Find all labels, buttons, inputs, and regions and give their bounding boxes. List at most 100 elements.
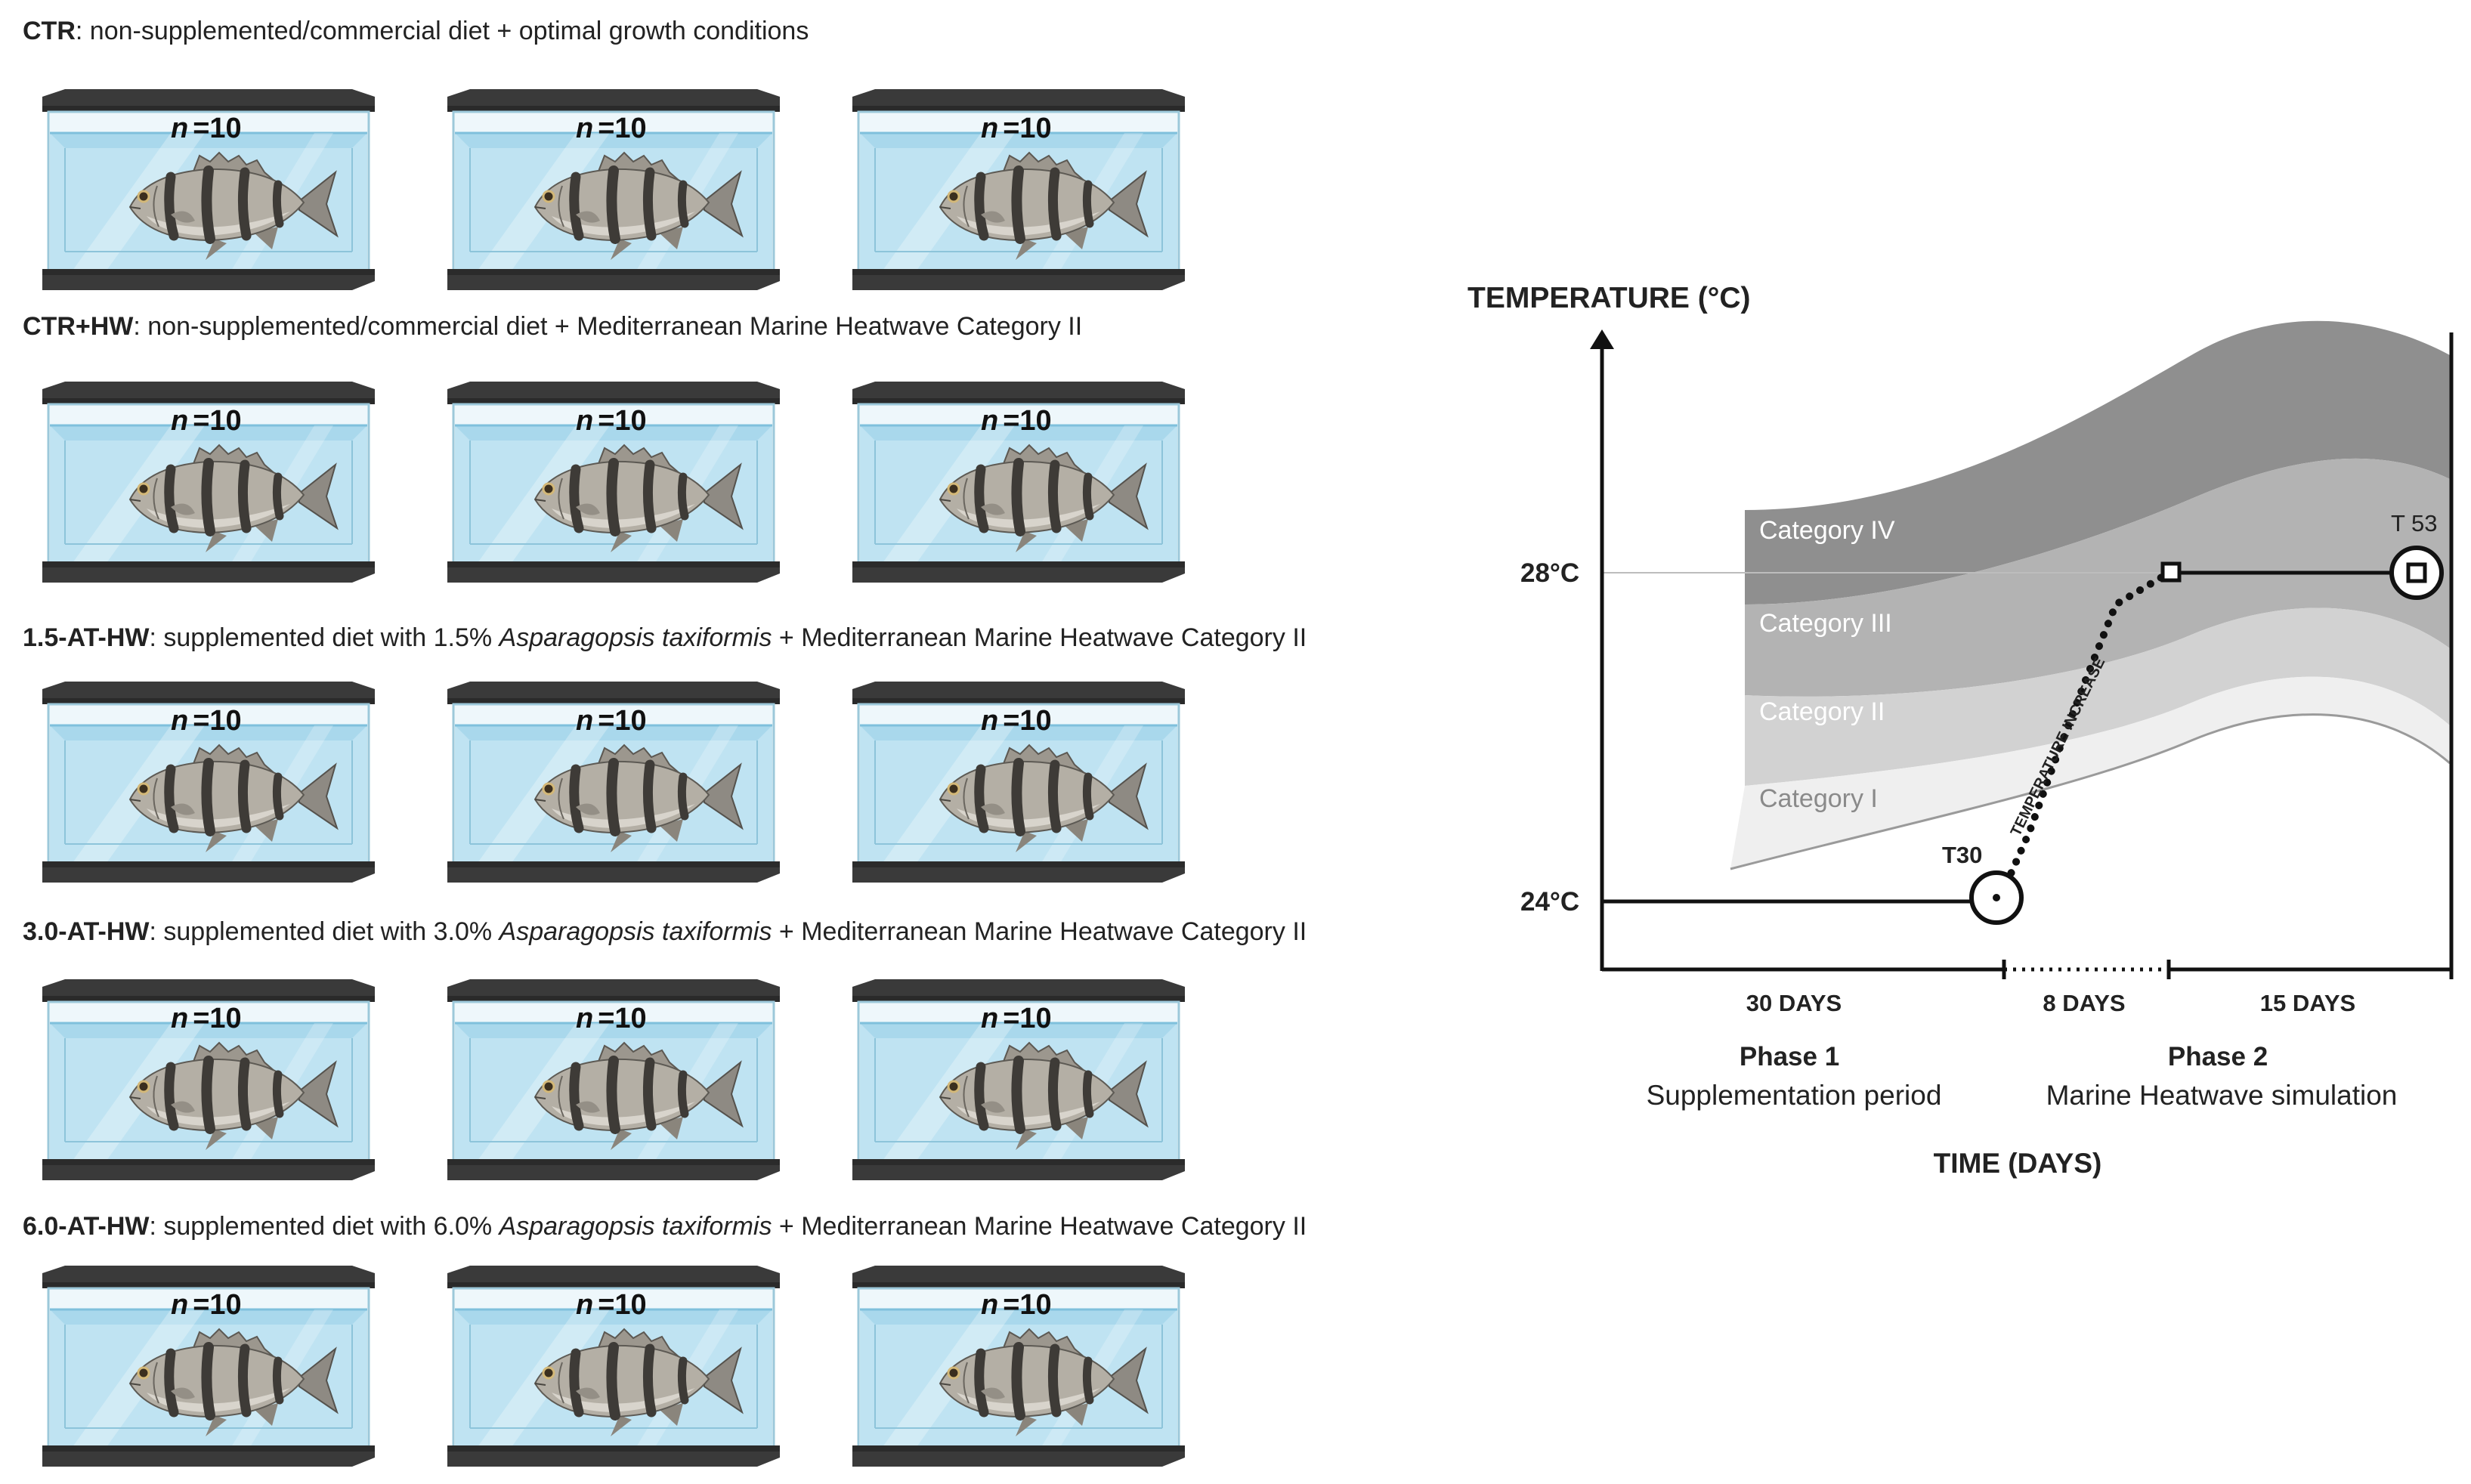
sample-size-value: =10 bbox=[598, 705, 646, 737]
fish-tank-icon: n=10 bbox=[446, 978, 781, 1182]
sample-size-symbol: n bbox=[981, 1289, 998, 1321]
fish-tank-icon: n=10 bbox=[446, 1264, 781, 1468]
sample-size-symbol: n bbox=[981, 1003, 998, 1034]
duration-phase2: 15 DAYS bbox=[2260, 990, 2355, 1016]
band-category-iii bbox=[1745, 458, 2450, 697]
sample-size-symbol: n bbox=[171, 1003, 188, 1034]
group-code: 1.5-AT-HW bbox=[23, 623, 150, 652]
fish-tank-icon: n=10 bbox=[446, 380, 781, 584]
tank-count-label: n=10 bbox=[981, 113, 1052, 144]
species-name: Asparagopsis taxiformis bbox=[498, 1212, 772, 1241]
treatment-groups: CTR: non-supplemented/commercial diet + … bbox=[23, 17, 1307, 1468]
sample-size-value: =10 bbox=[598, 1289, 646, 1321]
group-description: : supplemented diet with 3.0% bbox=[149, 917, 499, 946]
sample-size-value: =10 bbox=[193, 1003, 241, 1034]
fish-tank-icon: n=10 bbox=[41, 380, 376, 584]
sample-size-symbol: n bbox=[576, 705, 593, 737]
sample-size-symbol: n bbox=[576, 1289, 593, 1321]
group-heading: 3.0-AT-HW: supplemented diet with 3.0% A… bbox=[23, 917, 1307, 946]
sample-size-symbol: n bbox=[981, 705, 998, 737]
fish-tank-icon: n=10 bbox=[41, 1264, 376, 1468]
ramp-end-marker bbox=[2160, 561, 2182, 583]
group-code: CTR bbox=[23, 17, 76, 45]
temperature-diagram: Category IV Category III Category II Cat… bbox=[1467, 282, 2454, 1179]
fish-tank-icon: n=10 bbox=[41, 680, 376, 884]
x-axis-title: TIME (DAYS) bbox=[1934, 1148, 2102, 1179]
sample-size-value: =10 bbox=[1003, 705, 1051, 737]
sample-size-value: =10 bbox=[193, 705, 241, 737]
group-code: 6.0-AT-HW bbox=[23, 1212, 150, 1241]
treatment-group: 3.0-AT-HW: supplemented diet with 3.0% A… bbox=[23, 917, 1307, 1182]
sample-size-value: =10 bbox=[598, 1003, 646, 1034]
sample-size-symbol: n bbox=[981, 113, 998, 144]
temp-low-label: 24°C bbox=[1520, 887, 1579, 917]
fish-tank-icon: n=10 bbox=[851, 380, 1186, 584]
group-description-suffix: + Mediterranean Marine Heatwave Category… bbox=[772, 623, 1307, 652]
category-iii-label: Category III bbox=[1759, 609, 1892, 638]
fish-tank-icon: n=10 bbox=[851, 680, 1186, 884]
tank-count-label: n=10 bbox=[981, 705, 1052, 737]
sample-size-value: =10 bbox=[598, 405, 646, 437]
band-category-iv bbox=[1745, 320, 2450, 604]
fish-tank-icon: n=10 bbox=[41, 88, 376, 292]
species-name: Asparagopsis taxiformis bbox=[498, 917, 772, 946]
sample-size-value: =10 bbox=[1003, 1289, 1051, 1321]
tank-count-label: n=10 bbox=[576, 1289, 647, 1321]
tank-count-label: n=10 bbox=[576, 705, 647, 737]
treatment-group: 1.5-AT-HW: supplemented diet with 1.5% A… bbox=[23, 623, 1307, 884]
group-description-suffix: + Mediterranean Marine Heatwave Category… bbox=[772, 1212, 1307, 1241]
y-axis-arrow bbox=[1590, 329, 1614, 349]
sample-size-value: =10 bbox=[1003, 113, 1051, 144]
sample-size-symbol: n bbox=[171, 1289, 188, 1321]
treatment-group: CTR: non-supplemented/commercial diet + … bbox=[23, 17, 1186, 292]
duration-ramp: 8 DAYS bbox=[2043, 990, 2125, 1016]
phase2-desc: Marine Heatwave simulation bbox=[2046, 1080, 2398, 1111]
tank-count-label: n=10 bbox=[576, 113, 647, 144]
group-heading: 1.5-AT-HW: supplemented diet with 1.5% A… bbox=[23, 623, 1307, 652]
group-description: : supplemented diet with 6.0% bbox=[149, 1212, 499, 1241]
group-description: : non-supplemented/commercial diet + opt… bbox=[76, 17, 809, 45]
category-i-label: Category I bbox=[1759, 784, 1878, 813]
point-end-label: T 53 bbox=[2391, 510, 2437, 536]
sample-size-value: =10 bbox=[1003, 1003, 1051, 1034]
phase1-desc: Supplementation period bbox=[1647, 1080, 1942, 1111]
group-heading: CTR+HW: non-supplemented/commercial diet… bbox=[23, 312, 1082, 341]
sample-size-symbol: n bbox=[981, 405, 998, 437]
fish-tank-icon: n=10 bbox=[446, 680, 781, 884]
sample-size-value: =10 bbox=[193, 1289, 241, 1321]
group-description: : non-supplemented/commercial diet + Med… bbox=[133, 312, 1082, 341]
point-start-label: T30 bbox=[1942, 842, 1982, 868]
tank-count-label: n=10 bbox=[171, 1003, 242, 1034]
tank-count-label: n=10 bbox=[171, 405, 242, 437]
band-category-ii bbox=[1745, 608, 2450, 786]
sample-size-symbol: n bbox=[576, 1003, 593, 1034]
group-code: 3.0-AT-HW bbox=[23, 917, 150, 946]
sample-size-symbol: n bbox=[576, 113, 593, 144]
y-axis-title: TEMPERATURE (°C) bbox=[1467, 282, 1751, 314]
tank-count-label: n=10 bbox=[171, 113, 242, 144]
temperature-increase-line bbox=[2002, 572, 2168, 888]
treatment-group: 6.0-AT-HW: supplemented diet with 6.0% A… bbox=[23, 1212, 1307, 1468]
fish-tank-icon: n=10 bbox=[851, 88, 1186, 292]
treatment-group: CTR+HW: non-supplemented/commercial diet… bbox=[23, 312, 1186, 584]
tank-count-label: n=10 bbox=[981, 405, 1052, 437]
timeline-end-icon bbox=[2389, 546, 2444, 600]
phase1-title: Phase 1 bbox=[1740, 1042, 1839, 1071]
sample-size-value: =10 bbox=[193, 405, 241, 437]
tank-count-label: n=10 bbox=[171, 1289, 242, 1321]
sample-size-value: =10 bbox=[1003, 405, 1051, 437]
band-category-i bbox=[1730, 676, 2450, 869]
sample-size-symbol: n bbox=[171, 405, 188, 437]
sample-size-symbol: n bbox=[171, 705, 188, 737]
group-heading: 6.0-AT-HW: supplemented diet with 6.0% A… bbox=[23, 1212, 1307, 1241]
category-iv-label: Category IV bbox=[1759, 516, 1895, 545]
sample-size-symbol: n bbox=[171, 113, 188, 144]
group-description-suffix: + Mediterranean Marine Heatwave Category… bbox=[772, 917, 1307, 946]
group-code: CTR+HW bbox=[23, 312, 134, 341]
sample-size-symbol: n bbox=[576, 405, 593, 437]
phase2-title: Phase 2 bbox=[2168, 1042, 2268, 1071]
sample-size-value: =10 bbox=[598, 113, 646, 144]
species-name: Asparagopsis taxiformis bbox=[498, 623, 772, 652]
